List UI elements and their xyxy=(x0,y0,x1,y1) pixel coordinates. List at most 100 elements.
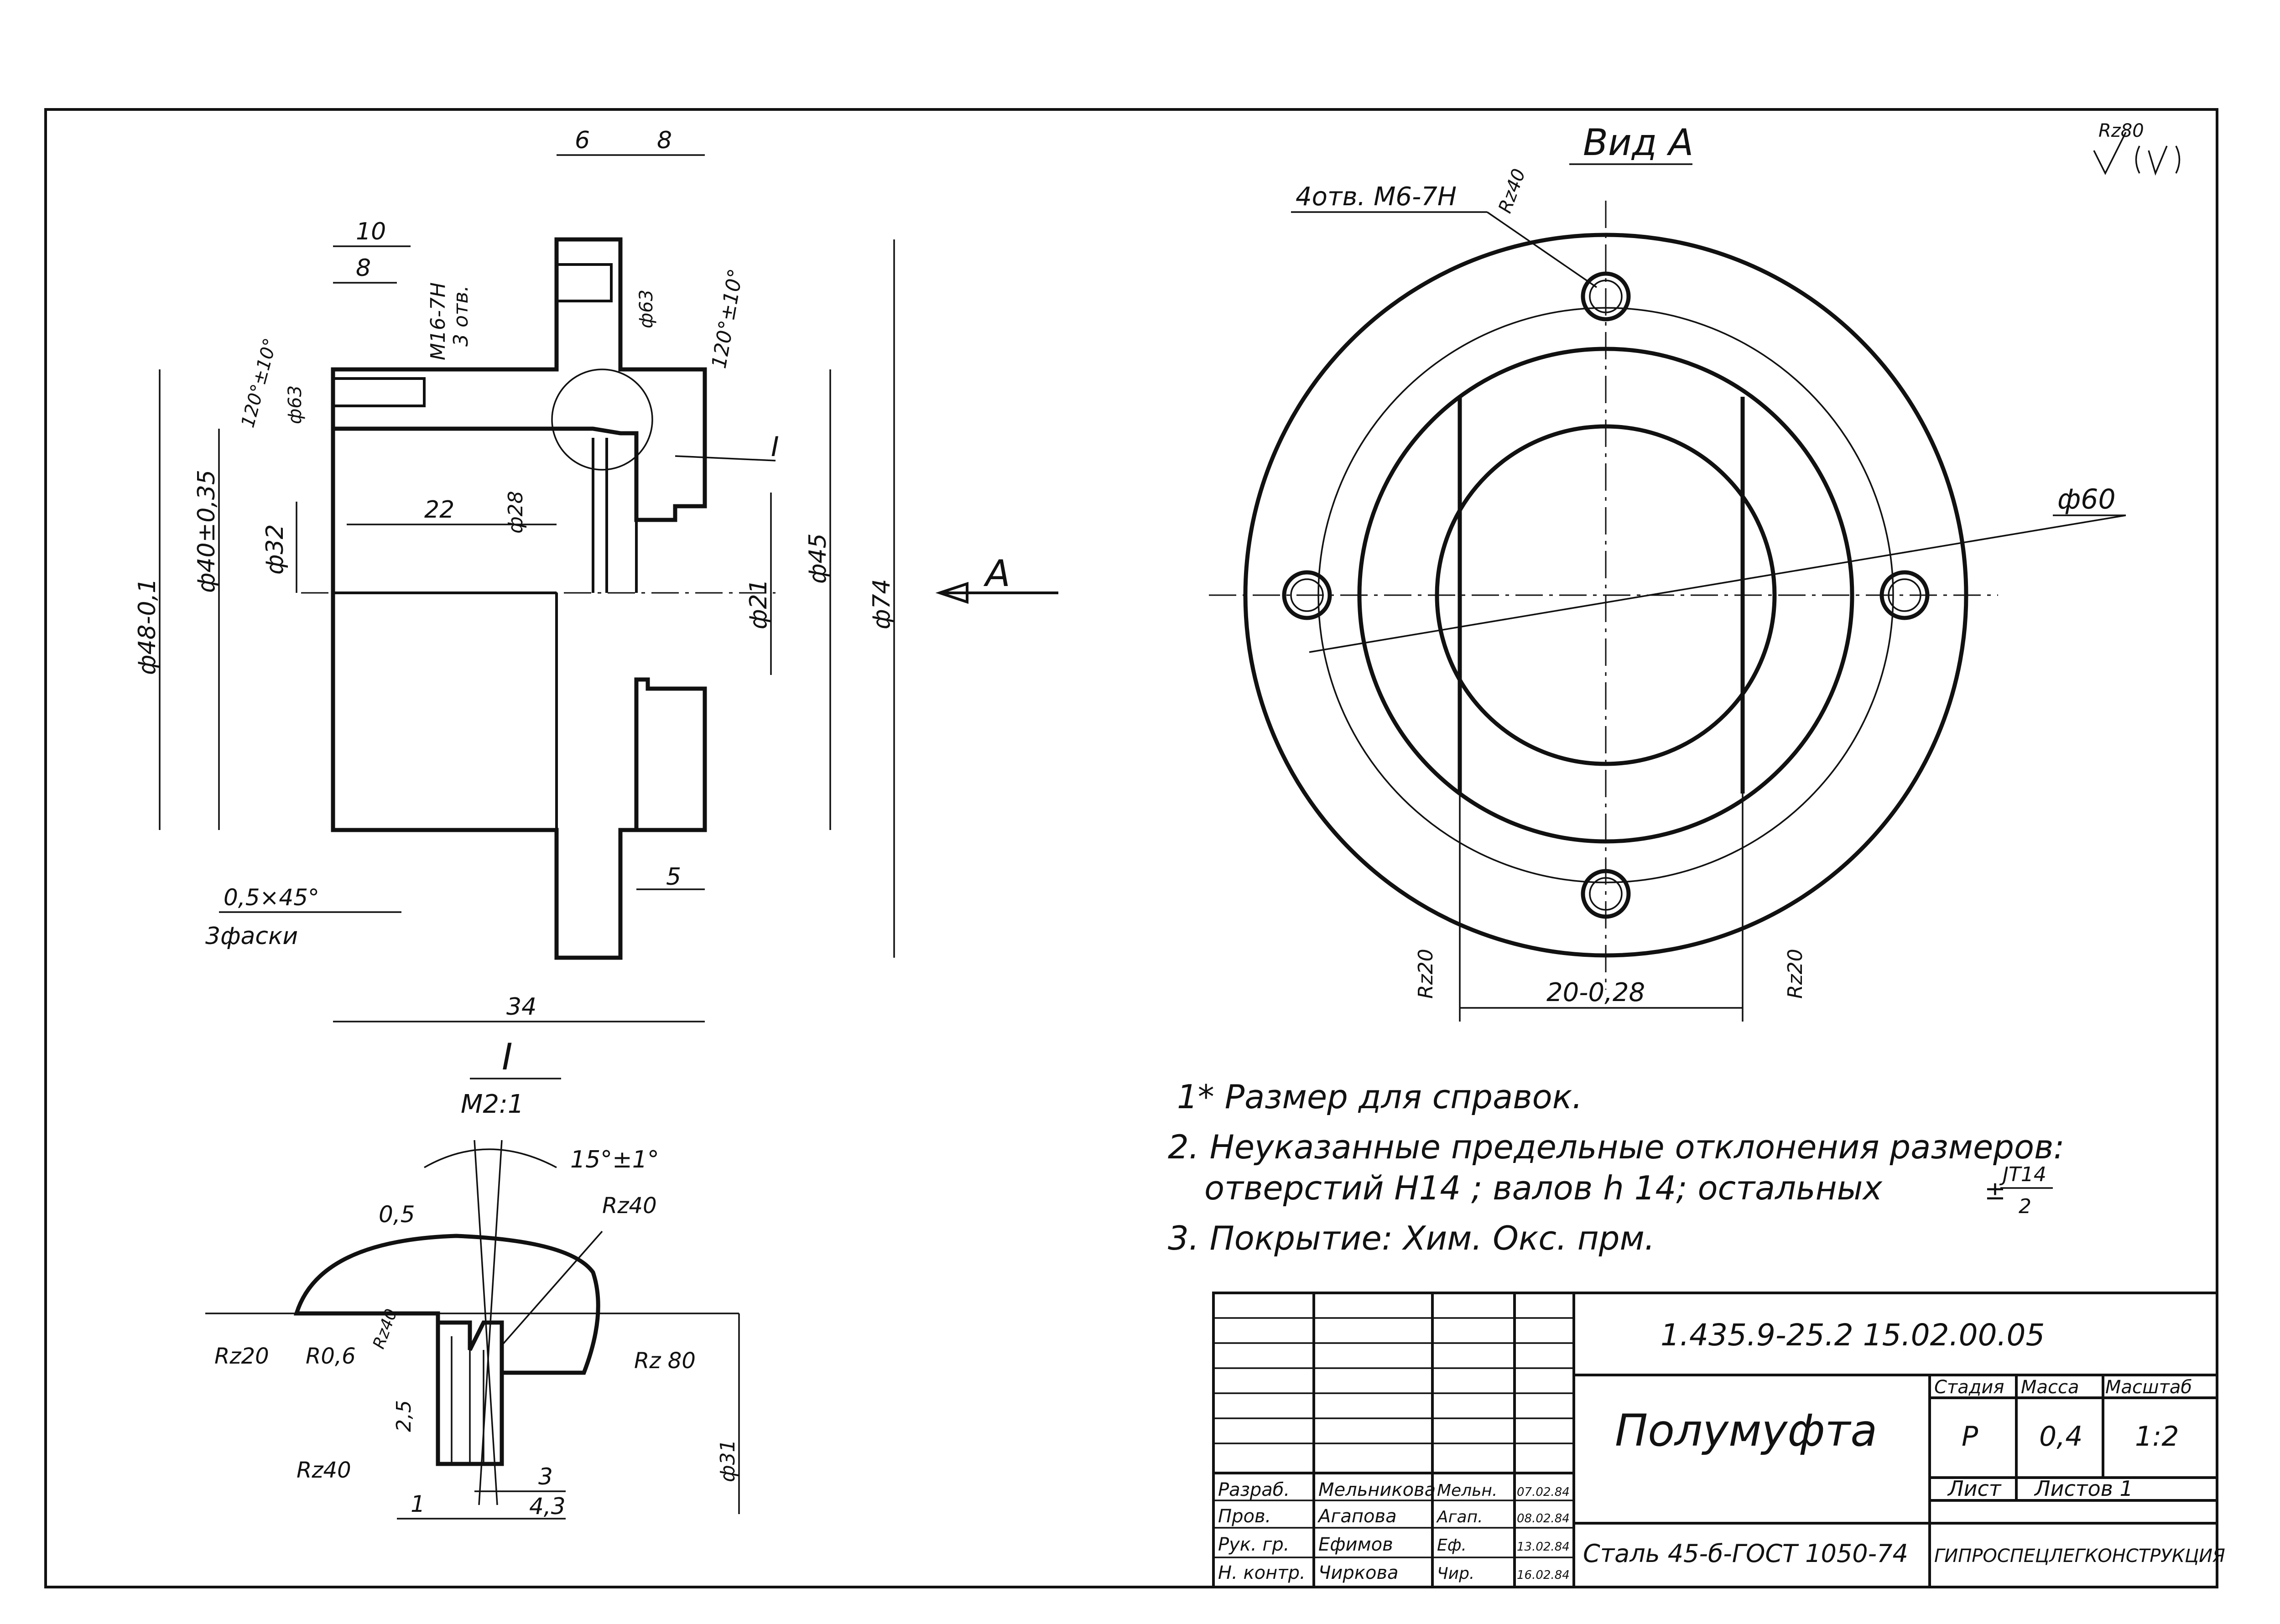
header-mass: Масса xyxy=(2021,1377,2079,1398)
role-1-sign: Агап. xyxy=(1436,1508,1483,1526)
chamfer-text: 0,5×45° xyxy=(224,884,319,911)
role-3-name: Чиркова xyxy=(1318,1562,1399,1583)
general-roughness-text: Rz80 xyxy=(2098,120,2144,141)
section-hatched-body xyxy=(331,237,707,522)
mass-value: 0,4 xyxy=(2039,1421,2082,1453)
section-threaded-hole xyxy=(332,377,426,407)
rough-left: Rz20 xyxy=(1414,949,1437,999)
title-block-frame xyxy=(1212,1292,2218,1588)
dim-text-63-left: ф63 xyxy=(285,385,306,424)
doc-number: 1.435.9-25.2 15.02.00.05 xyxy=(1661,1318,2045,1353)
role-0-sign: Мельн. xyxy=(1437,1481,1497,1500)
pcd-text: ф60 xyxy=(2057,483,2116,515)
bolt-hole-top xyxy=(1581,271,1631,322)
section-mark-leader xyxy=(675,455,776,462)
note-2-cont: отверстий Н14 ; валов h 14; остальных xyxy=(1204,1169,1883,1207)
chamfer-note: 3фаски xyxy=(205,923,298,950)
view-arrow-text: А xyxy=(983,552,1010,595)
bolt-hole-bottom xyxy=(1581,869,1631,919)
detail-rz40-top: Rz40 xyxy=(602,1193,657,1219)
dim-text-48: ф48-0,1 xyxy=(134,578,161,675)
role-3-date: 16.02.84 xyxy=(1517,1568,1570,1582)
rough-right: Rz20 xyxy=(1784,949,1807,999)
detail-dim-25: 2,5 xyxy=(392,1400,416,1432)
part-name: Полумуфта xyxy=(1615,1405,1877,1456)
role-1-date: 08.02.84 xyxy=(1517,1512,1570,1525)
roughness-check-icon xyxy=(2093,132,2127,175)
sheets-label: Листов 1 xyxy=(2034,1476,2133,1501)
detail-dim-43: 4,3 xyxy=(529,1493,566,1520)
dim-text-34: 34 xyxy=(506,993,536,1021)
detail-hatched-profile xyxy=(293,1234,600,1375)
role-0: Разраб. xyxy=(1218,1479,1290,1500)
role-0-name: Мельникова xyxy=(1318,1479,1436,1500)
section-mark-text: I xyxy=(771,431,779,463)
dim-text-22: 22 xyxy=(424,496,454,524)
role-1-name: Агапова xyxy=(1317,1506,1397,1527)
detail-scale: М2:1 xyxy=(461,1090,524,1119)
dim-text-6: 6 xyxy=(575,127,590,154)
detail-dim-05: 0,5 xyxy=(379,1201,415,1228)
role-0-date: 07.02.84 xyxy=(1517,1485,1570,1499)
role-3: Н. контр. xyxy=(1218,1562,1306,1583)
pcd-dim-line xyxy=(1309,514,2126,653)
detail-rz40-bottom: Rz40 xyxy=(297,1458,351,1483)
bolt-hole-right xyxy=(1879,570,1930,620)
section-top-hole xyxy=(555,263,613,302)
note-1: 1* Размер для справок. xyxy=(1177,1078,1582,1116)
title-block: 1.435.9-25.2 15.02.00.05 Полумуфта Стади… xyxy=(1212,1292,2225,1588)
detail-angle-line-1 xyxy=(474,1140,498,1505)
detail-angle-line-2 xyxy=(478,1140,503,1505)
technical-notes: 1* Размер для справок. 2. Неуказанные пр… xyxy=(1168,1078,2065,1257)
note-fraction-num: JT14 xyxy=(1999,1163,2046,1186)
dim-text-40: ф40±0,35 xyxy=(193,470,220,593)
detail-r06: R0,6 xyxy=(306,1344,356,1369)
dim-text-8-top: 8 xyxy=(657,127,672,154)
view-a: Вид А 4отв. М6-7Н Rz40 ф60 20-0, xyxy=(1209,121,2126,1022)
detail-leader-rz40 xyxy=(501,1230,603,1346)
detail-angle-text: 15°±1° xyxy=(570,1146,659,1173)
detail-rz80: Rz 80 xyxy=(634,1348,696,1374)
view-a-title: Вид А xyxy=(1583,121,1693,164)
role-2: Рук. гр. xyxy=(1218,1534,1290,1555)
dim-text-63-top: ф63 xyxy=(636,290,657,328)
holes-callout: 4отв. М6-7Н xyxy=(1296,182,1457,212)
dim-text-74: ф74 xyxy=(868,579,895,629)
detail-rz20: Rz20 xyxy=(214,1344,269,1369)
detail-angle-arc xyxy=(424,1148,557,1168)
section-detail-circle xyxy=(551,368,653,471)
detail-dim-3: 3 xyxy=(538,1463,553,1490)
detail-dim-31: ф31 xyxy=(716,1439,739,1482)
role-1: Пров. xyxy=(1218,1506,1271,1527)
holes-leader xyxy=(1487,211,1597,288)
section-view: 6 8 10 8 М16-7Н 3 отв. 120°±10° 120°±10°… xyxy=(134,127,1058,1022)
role-2-date: 13.02.84 xyxy=(1517,1540,1570,1554)
detail-title: I xyxy=(502,1036,513,1078)
role-3-sign: Чир. xyxy=(1437,1564,1474,1583)
roughness-bracket-icon xyxy=(2135,145,2181,176)
role-2-name: Ефимов xyxy=(1318,1534,1393,1555)
stage-value: Р xyxy=(1962,1421,1978,1453)
role-2-sign: Еф. xyxy=(1437,1536,1467,1555)
detail-dim-1: 1 xyxy=(411,1491,425,1517)
dim-text-45: ф45 xyxy=(804,533,832,584)
dim-text-21: ф21 xyxy=(745,579,772,629)
organization: ГИПРОСПЕЦЛЕГКОНСТРУКЦИЯ xyxy=(1934,1546,2225,1567)
holes-roughness: Rz40 xyxy=(1494,166,1530,216)
dim-text-5: 5 xyxy=(666,863,681,891)
dim-text-8: 8 xyxy=(356,254,371,282)
bolt-hole-left xyxy=(1282,570,1332,620)
note-fraction-sign: ± xyxy=(1984,1176,2006,1206)
note-2: 2. Неуказанные предельные отклонения раз… xyxy=(1168,1128,2065,1166)
dim-text-angle-left: 120°±10° xyxy=(237,336,281,430)
scale-value: 1:2 xyxy=(2135,1421,2179,1453)
note-3: 3. Покрытие: Хим. Окс. прм. xyxy=(1168,1219,1655,1257)
dim-text-angle-right: 120°±10° xyxy=(708,267,748,370)
dim-text-28: ф28 xyxy=(504,491,527,534)
dim-text-thread-holes: 3 отв. xyxy=(449,285,473,347)
sheet-label: Лист xyxy=(1947,1476,2002,1501)
general-roughness: Rz80 xyxy=(2093,120,2181,176)
dim-text-10: 10 xyxy=(356,218,386,245)
note-fraction-den: 2 xyxy=(2019,1195,2031,1218)
